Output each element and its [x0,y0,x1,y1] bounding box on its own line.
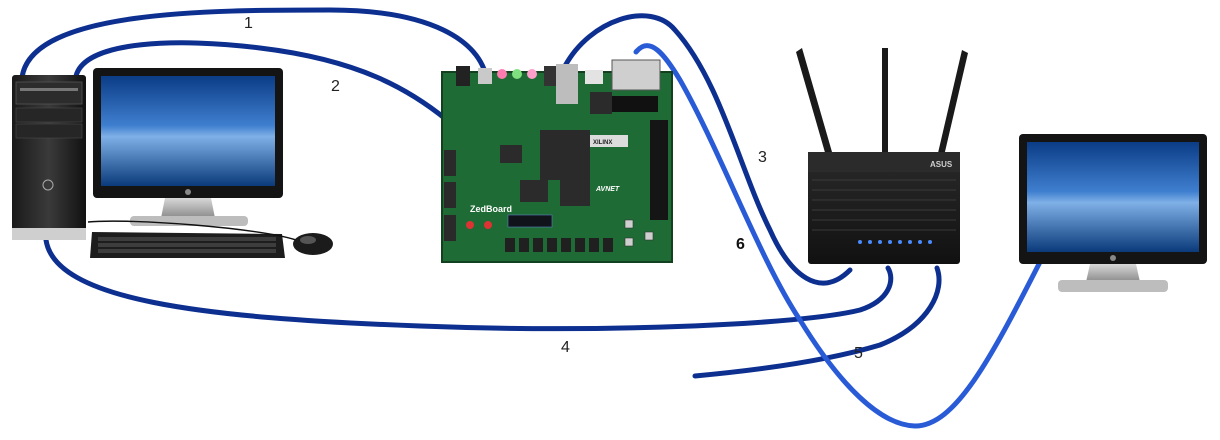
cable-1 [19,7,490,83]
monitor-right [1019,134,1207,292]
cable-4 [43,237,894,332]
avnet-logo-text: AVNET [595,186,620,193]
xilinx-chip-text: XILINX [593,140,612,146]
cable-3 [562,13,853,286]
mouse [87,220,333,255]
cable-label-3: 3 [758,149,767,166]
cable-5 [692,265,942,379]
zedboard-brand-text: ZedBoard [470,204,512,214]
monitor-left [93,68,283,226]
cable-label-4: 4 [561,339,570,356]
keyboard [90,232,285,258]
desktop-tower [12,75,86,240]
cable-label-6: 6 [736,236,745,253]
wifi-router: ASUS [796,48,968,264]
cable-label-2: 2 [331,78,340,95]
cable-2 [73,40,450,123]
cable-6 [633,43,1043,429]
cable-label-5: 5 [854,345,863,362]
cable-label-1: 1 [244,15,253,32]
router-brand-text: ASUS [930,160,953,169]
zedboard: ZedBoard AVNET XILINX [441,59,673,263]
